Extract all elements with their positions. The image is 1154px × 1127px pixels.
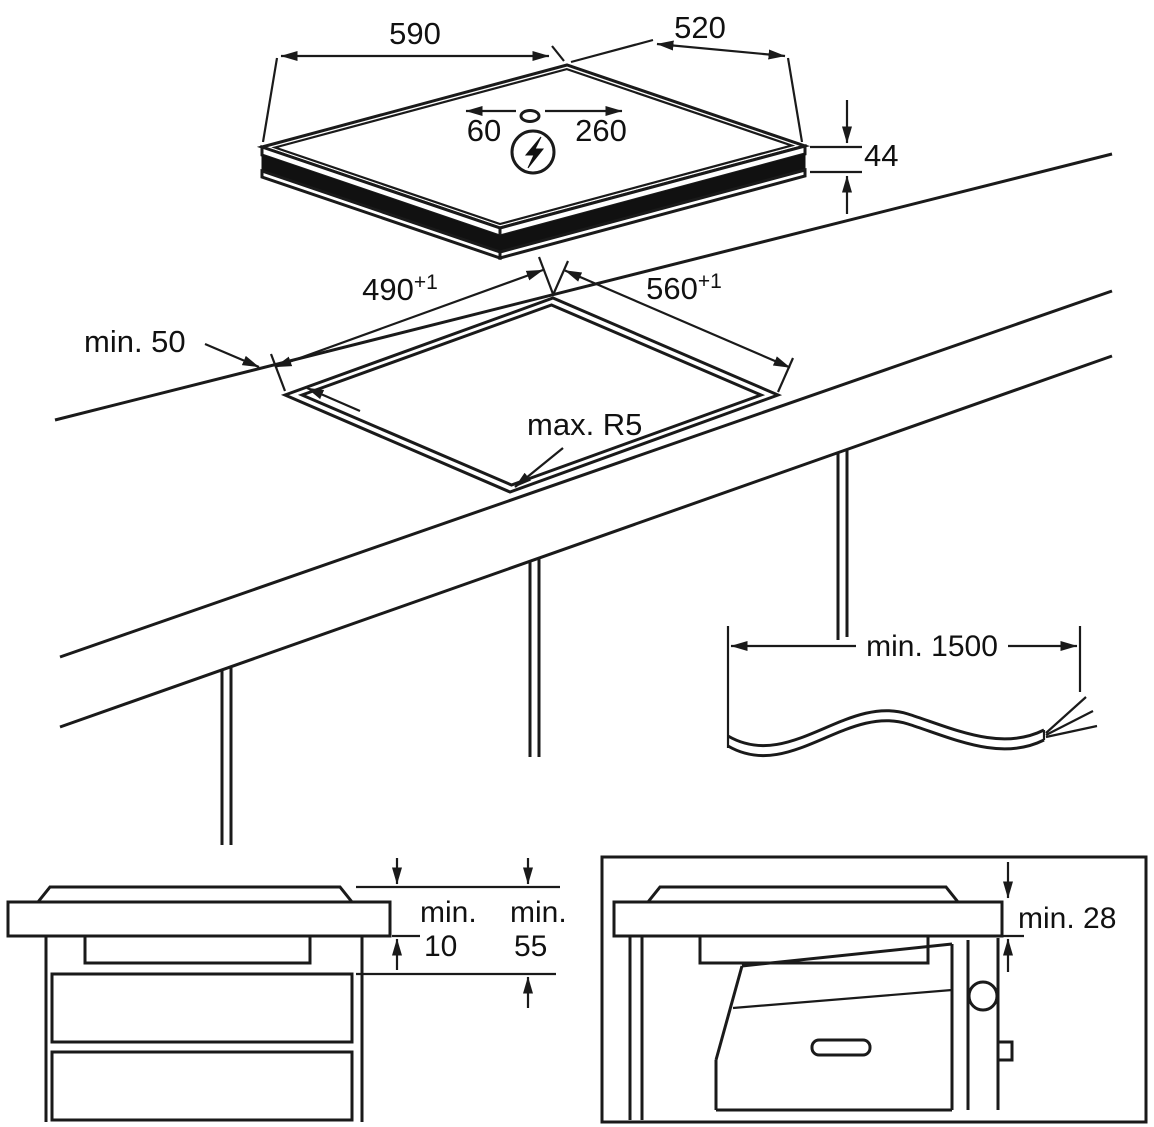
worktop-leg-right bbox=[836, 449, 849, 640]
dimension-arrow bbox=[274, 268, 544, 369]
cable-length-label: min. 1500 bbox=[866, 630, 998, 663]
cable-offset-right-label: 260 bbox=[575, 113, 627, 148]
worktop-leg-left bbox=[220, 667, 233, 845]
dim-corner-radius: max. R5 bbox=[514, 407, 642, 488]
cutout-width-label: 560+1 bbox=[646, 270, 722, 306]
dim-cable-position: 60 260 bbox=[465, 106, 627, 148]
top-clearance-label: min. 28 bbox=[1018, 902, 1116, 935]
gap-depth-prefix: min. bbox=[510, 896, 567, 929]
cable-upper-line bbox=[727, 709, 1045, 748]
cable-offset-left-label: 60 bbox=[467, 113, 501, 148]
extension-line bbox=[537, 256, 555, 295]
oven-top-edge bbox=[741, 942, 953, 968]
extension-line bbox=[776, 357, 795, 393]
power-connection-icon bbox=[510, 129, 556, 175]
cable-lower-line bbox=[727, 719, 1045, 758]
gap-drawer-prefix: min. bbox=[420, 896, 477, 929]
extension-line bbox=[269, 353, 287, 392]
hob-glass-inner-line bbox=[271, 67, 796, 226]
dimension-arrow bbox=[564, 269, 791, 369]
oven-door-line bbox=[732, 988, 953, 1010]
gap-depth-value: 55 bbox=[514, 930, 547, 963]
built-under-oven bbox=[714, 938, 1014, 1112]
hob-isometric-view: 60 260 590 520 44 bbox=[256, 10, 898, 261]
cutout-depth-label: 490+1 bbox=[362, 271, 438, 307]
extension-line bbox=[551, 45, 565, 62]
oven-clearance-view: min. 28 bbox=[600, 855, 1148, 1124]
oven-left-slant bbox=[714, 965, 744, 1061]
oven-knob bbox=[967, 980, 999, 1012]
dim-worktop-thickness: min. 28 bbox=[1002, 862, 1116, 972]
extension-line bbox=[261, 57, 279, 143]
clearance-arrow bbox=[204, 342, 260, 369]
worktop-leg-middle bbox=[528, 558, 541, 757]
extension-line bbox=[551, 260, 570, 296]
dim-clearances: min. 10 min. 55 bbox=[356, 858, 567, 1008]
rear-clearance-label: min. 50 bbox=[84, 324, 186, 359]
radius-arrow bbox=[514, 447, 564, 488]
lightning-bolt-icon bbox=[524, 136, 545, 169]
extension-line bbox=[786, 57, 804, 143]
dim-rear-clearance: min. 50 bbox=[84, 324, 361, 413]
extension-line bbox=[570, 38, 654, 64]
dim-hob-depth: 520 bbox=[570, 10, 804, 143]
hob-height-label: 44 bbox=[864, 138, 898, 173]
hob-base-right bbox=[498, 168, 807, 260]
worktop-front-bottom-edge bbox=[59, 354, 1113, 729]
hob-depth-label: 520 bbox=[674, 10, 726, 45]
worktop-section bbox=[612, 900, 1004, 938]
hob-profile bbox=[34, 885, 356, 904]
drawer-bottom bbox=[50, 1050, 354, 1122]
dim-hob-width: 590 bbox=[261, 16, 565, 143]
worktop-section bbox=[6, 900, 392, 938]
gap-drawer-value: 10 bbox=[424, 930, 457, 963]
corner-radius-label: max. R5 bbox=[527, 407, 642, 442]
cabinet-side-view: min. 10 min. 55 bbox=[6, 858, 567, 1122]
hob-profile bbox=[644, 885, 962, 904]
dim-cutout-depth: 490+1 bbox=[269, 256, 555, 392]
clearance-arrow bbox=[306, 386, 361, 413]
drawer-top bbox=[50, 972, 354, 1044]
dimension-arrow bbox=[656, 40, 786, 60]
cable-wire-ends bbox=[1045, 696, 1098, 739]
worktop-front-top-edge bbox=[59, 289, 1113, 659]
cable-gland bbox=[519, 109, 541, 123]
worktop-cutout-view: 490+1 560+1 min. 50 max. R5 bbox=[54, 152, 1113, 845]
power-cable-figure: min. 1500 bbox=[726, 626, 1098, 758]
dim-hob-height: 44 bbox=[810, 100, 898, 214]
oven-handle-slot bbox=[810, 1038, 872, 1057]
dim-cutout-width: 560+1 bbox=[551, 260, 795, 393]
hob-width-label: 590 bbox=[389, 16, 441, 51]
side-handle bbox=[996, 1040, 1014, 1062]
hob-body-under-counter bbox=[83, 934, 312, 965]
